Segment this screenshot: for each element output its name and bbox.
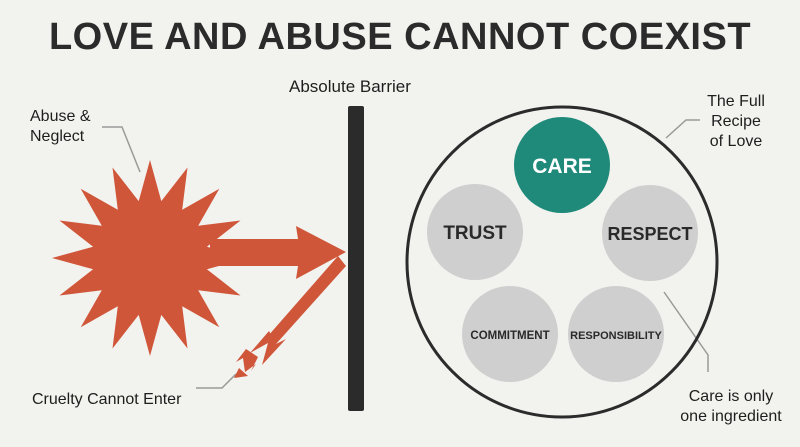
ingredient-responsibility: RESPONSIBILITY [568, 286, 664, 382]
ingredient-commitment: COMMITMENT [462, 286, 558, 382]
recipe-label-line1: The Full [707, 93, 765, 110]
abuse-label-line1: Abuse & [30, 108, 91, 125]
ingredient-respect: RESPECT [602, 185, 698, 281]
ingredient-responsibility-label: RESPONSIBILITY [570, 330, 662, 342]
ingredient-trust: TRUST [427, 184, 523, 280]
ingredient-care-label: CARE [532, 155, 592, 178]
ingredient-responsibility-circle [568, 286, 664, 382]
page-title: LOVE AND ABUSE CANNOT COEXIST [48, 16, 752, 58]
ingredient-commitment-label: COMMITMENT [470, 330, 549, 342]
ingredient-respect-circle [602, 185, 698, 281]
broken-arrow-icon [234, 256, 346, 378]
abuse-leader-line [102, 126, 141, 173]
barrier-label: Absolute Barrier [289, 77, 411, 96]
ingredient-care: CARE [514, 117, 610, 213]
ingredient-trust-circle [427, 184, 523, 280]
ingredient-trust-label: TRUST [443, 223, 507, 244]
abuse-label-line2: Neglect [30, 128, 85, 145]
recipe-label: The Full Recipe of Love [690, 92, 782, 152]
ingredient-respect-label: RESPECT [607, 224, 692, 244]
recipe-label-line3: of Love [709, 133, 763, 150]
care-only-leader-line [663, 291, 709, 372]
ingredient-commitment-circle [462, 286, 558, 382]
recipe-label-line2: Recipe [711, 113, 761, 130]
abuse-label: Abuse & Neglect [30, 107, 90, 147]
arrow-icon [210, 226, 346, 279]
cruelty-label: Cruelty Cannot Enter [32, 391, 182, 408]
starburst-icon [52, 160, 248, 356]
care-only-label: Care is only one ingredient [672, 387, 790, 427]
recipe-circle [405, 105, 719, 419]
care-only-label-line2: one ingredient [680, 408, 782, 425]
cruelty-leader-line [196, 373, 237, 389]
recipe-leader-line [665, 119, 700, 139]
absolute-barrier [348, 106, 364, 411]
ingredient-care-circle [514, 117, 610, 213]
care-only-label-line1: Care is only [688, 388, 774, 405]
